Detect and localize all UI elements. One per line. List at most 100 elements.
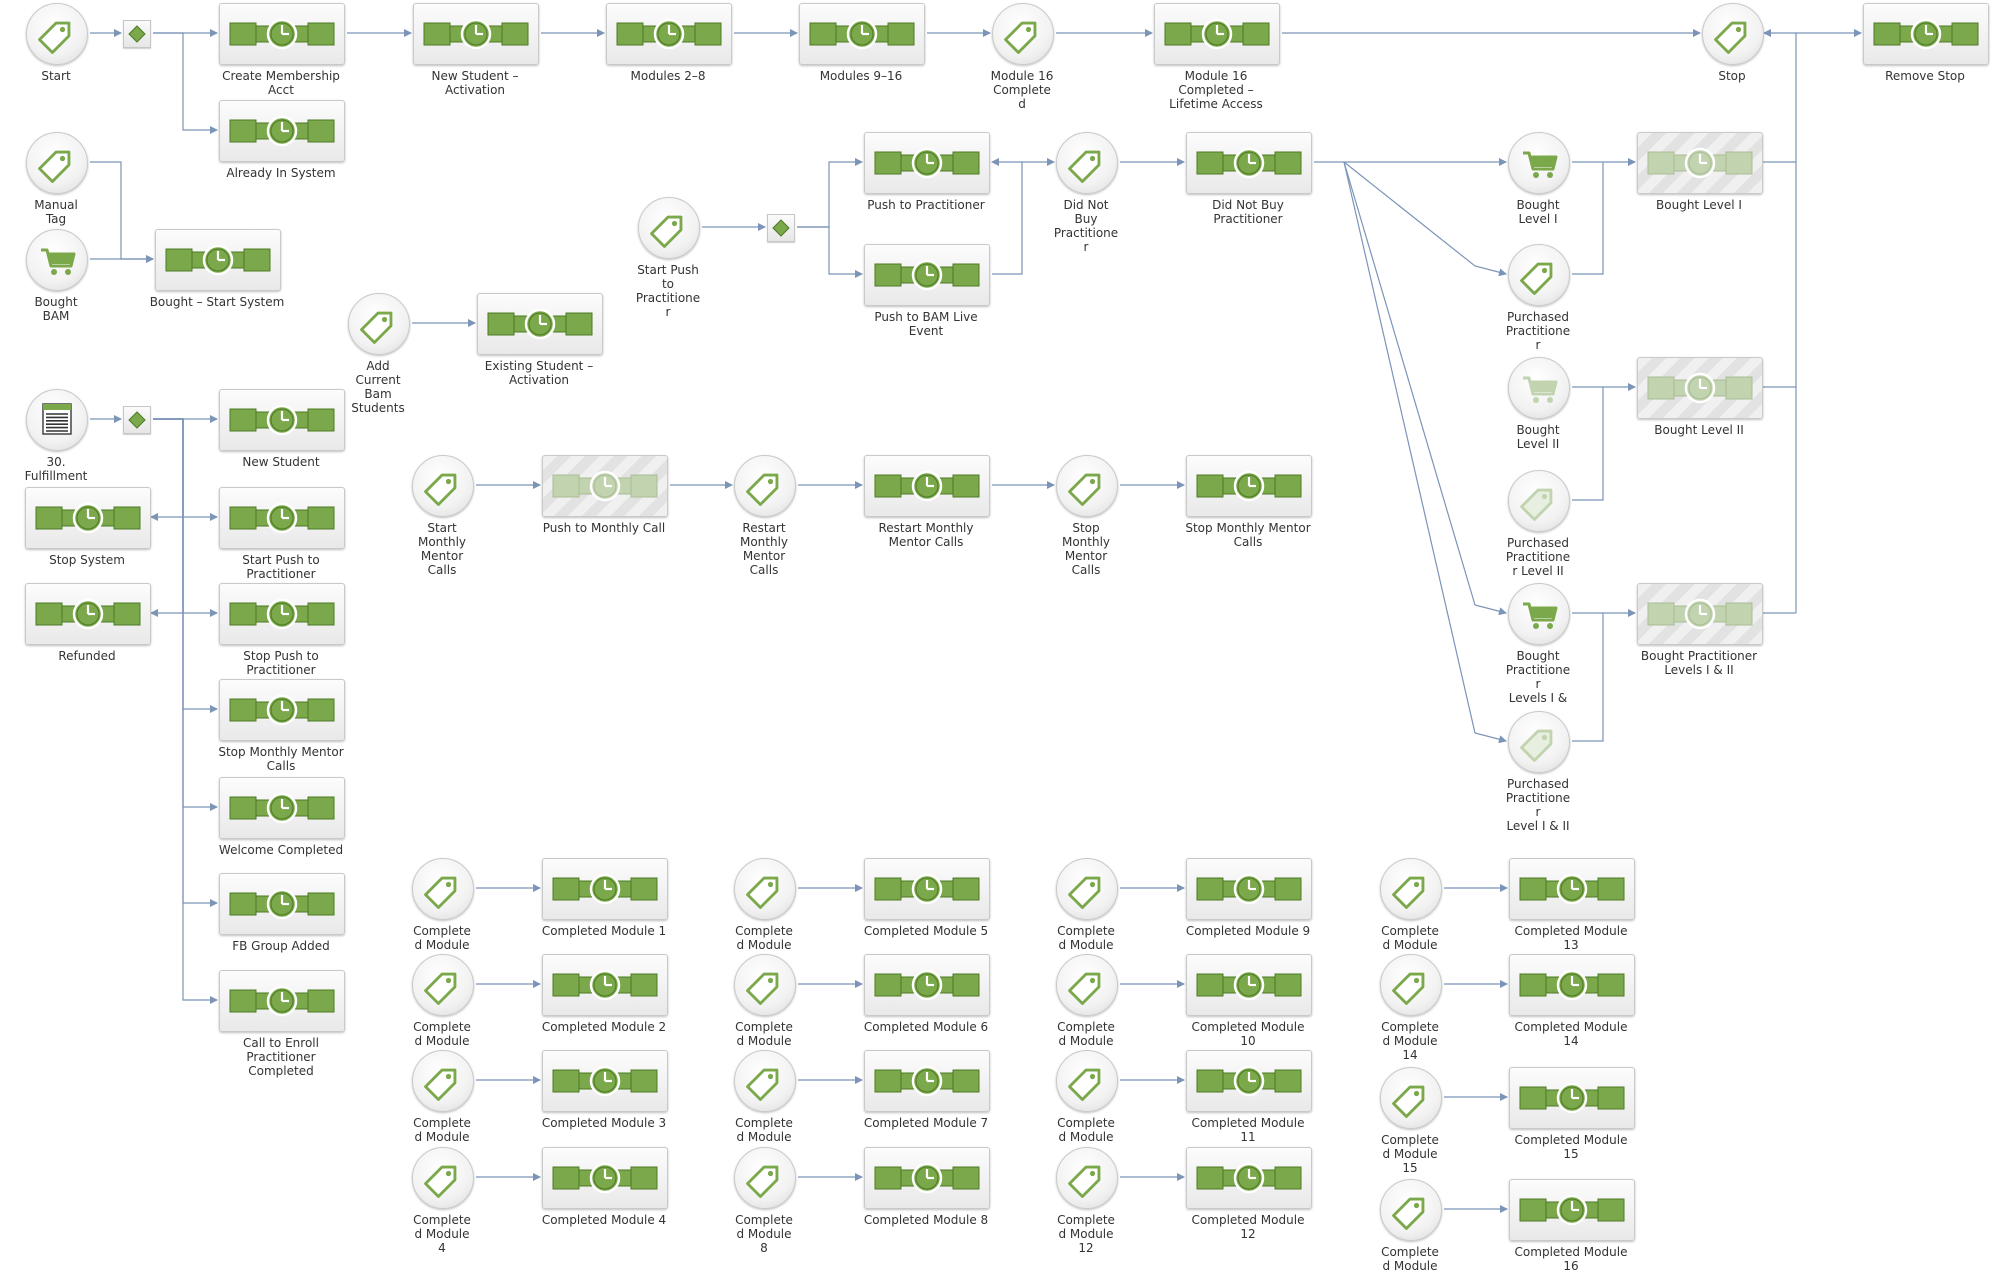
node-cm-tag-14[interactable]: Complete d Module 14 [1380,954,1442,1062]
node-cm-tag-7[interactable]: Complete d Module [734,1050,796,1144]
node-purchased-practitioner-l2-tag[interactable]: Purchased Practitione r Level II [1506,470,1570,578]
node-cm-seq-13[interactable]: Completed Module 13 [1509,858,1635,952]
tag-node-badge[interactable] [1508,583,1570,645]
sequence-node-box[interactable] [542,1147,668,1209]
node-cm-seq-6[interactable]: Completed Module 6 [864,954,990,1034]
node-split-2[interactable] [767,214,795,242]
sequence-node-box[interactable] [1186,1147,1312,1209]
node-cm-seq-15[interactable]: Completed Module 15 [1509,1067,1635,1161]
sequence-node-box[interactable] [1186,455,1312,517]
node-start-push-practitioner[interactable]: Start Push to Practitioner [219,487,345,581]
node-cm-seq-12[interactable]: Completed Module 12 [1186,1147,1312,1241]
node-stop-system[interactable]: Stop System [25,487,151,567]
sequence-node-box[interactable] [1509,1179,1635,1241]
tag-node-badge[interactable] [26,389,88,451]
tag-node-badge[interactable] [734,954,796,1016]
node-bought-level1-cart[interactable]: Bought Level I [1508,132,1570,226]
node-cm-seq-3[interactable]: Completed Module 3 [542,1050,668,1130]
node-purchased-practitioner-l12-tag[interactable]: Purchased Practitione r Level I & II [1506,711,1570,833]
node-did-not-buy-tag[interactable]: Did Not Buy Practitione r [1054,132,1118,254]
node-cm-tag-10[interactable]: Complete d Module [1056,954,1118,1048]
node-bought-level1[interactable]: Bought Level I [1637,132,1763,212]
node-bought-bam[interactable]: Bought BAM [26,229,88,323]
tag-node-badge[interactable] [1508,711,1570,773]
tag-node-badge[interactable] [1380,1067,1442,1129]
node-cm-seq-5[interactable]: Completed Module 5 [864,858,990,938]
tag-node-badge[interactable] [1056,1147,1118,1209]
sequence-node-box[interactable] [25,487,151,549]
node-cm-tag-4[interactable]: Complete d Module 4 [412,1147,474,1255]
node-cm-seq-1[interactable]: Completed Module 1 [542,858,668,938]
node-stop-monthly-mentor-tag[interactable]: Stop Monthly Mentor Calls [1056,455,1118,577]
node-fulfillment[interactable]: 30. Fulfillment [25,389,88,483]
node-restart-monthly-mentor[interactable]: Restart Monthly Mentor Calls [864,455,990,549]
node-purchased-practitioner-tag[interactable]: Purchased Practitione r [1506,244,1570,352]
sequence-node-box[interactable] [542,1050,668,1112]
sequence-node-box[interactable] [1637,132,1763,194]
sequence-node-box[interactable] [1186,132,1312,194]
tag-node-badge[interactable] [412,455,474,517]
tag-node-badge[interactable] [1508,244,1570,306]
node-bought-level2-cart[interactable]: Bought Level II [1508,357,1570,451]
node-restart-monthly-mentor-tag[interactable]: Restart Monthly Mentor Calls [734,455,796,577]
sequence-node-box[interactable] [219,777,345,839]
tag-node-badge[interactable] [26,132,88,194]
node-cm-tag-15[interactable]: Complete d Module 15 [1380,1067,1442,1175]
tag-node-badge[interactable] [992,3,1054,65]
tag-node-badge[interactable] [638,197,700,259]
node-bought-practitioner-levels[interactable]: Bought Practitioner Levels I & II [1637,583,1763,677]
tag-node-badge[interactable] [1508,132,1570,194]
sequence-node-box[interactable] [1509,1067,1635,1129]
node-cm-tag-6[interactable]: Complete d Module [734,954,796,1048]
node-bought-level2[interactable]: Bought Level II [1637,357,1763,437]
node-cm-tag-5[interactable]: Complete d Module [734,858,796,952]
decision-node-box[interactable] [123,20,151,48]
tag-node-badge[interactable] [734,1050,796,1112]
decision-node-box[interactable] [767,214,795,242]
tag-node-badge[interactable] [412,954,474,1016]
tag-node-badge[interactable] [1508,470,1570,532]
sequence-node-box[interactable] [1186,954,1312,1016]
sequence-node-box[interactable] [413,3,539,65]
node-start-push-tag[interactable]: Start Push to Practitione r [636,197,700,319]
node-cm-tag-1[interactable]: Complete d Module [412,858,474,952]
sequence-node-box[interactable] [219,970,345,1032]
node-cm-seq-8[interactable]: Completed Module 8 [864,1147,990,1227]
sequence-node-box[interactable] [219,583,345,645]
tag-node-badge[interactable] [1056,954,1118,1016]
node-refunded[interactable]: Refunded [25,583,151,663]
node-fb-group-added[interactable]: FB Group Added [219,873,345,953]
node-cm-seq-9[interactable]: Completed Module 9 [1186,858,1312,938]
sequence-node-box[interactable] [1509,954,1635,1016]
sequence-node-box[interactable] [219,873,345,935]
tag-node-badge[interactable] [412,858,474,920]
node-split-1[interactable] [123,20,151,48]
tag-node-badge[interactable] [734,455,796,517]
node-push-to-practitioner[interactable]: Push to Practitioner [864,132,990,212]
node-cm-seq-14[interactable]: Completed Module 14 [1509,954,1635,1048]
sequence-node-box[interactable] [1154,3,1280,65]
sequence-node-box[interactable] [1637,357,1763,419]
node-already-in-system[interactable]: Already In System [219,100,345,180]
sequence-node-box[interactable] [864,244,990,306]
tag-node-badge[interactable] [26,3,88,65]
node-push-to-bam-live[interactable]: Push to BAM Live Event [864,244,990,338]
tag-node-badge[interactable] [26,229,88,291]
node-bought-start-system[interactable]: Bought – Start System [150,229,284,309]
sequence-node-box[interactable] [1186,858,1312,920]
sequence-node-box[interactable] [542,954,668,1016]
sequence-node-box[interactable] [1637,583,1763,645]
node-manual-tag[interactable]: Manual Tag [26,132,88,226]
node-modules-2-8[interactable]: Modules 2–8 [606,3,732,83]
sequence-node-box[interactable] [864,858,990,920]
sequence-node-box[interactable] [219,389,345,451]
sequence-node-box[interactable] [864,455,990,517]
node-module16-completed[interactable]: Module 16 Completed – Lifetime Access [1154,3,1280,111]
sequence-node-box[interactable] [155,229,281,291]
sequence-node-box[interactable] [864,1050,990,1112]
node-push-to-monthly-call[interactable]: Push to Monthly Call [542,455,668,535]
node-create-membership[interactable]: Create Membership Acct [219,3,345,97]
node-new-student-activation[interactable]: New Student – Activation [413,3,539,97]
node-new-student[interactable]: New Student [219,389,345,469]
